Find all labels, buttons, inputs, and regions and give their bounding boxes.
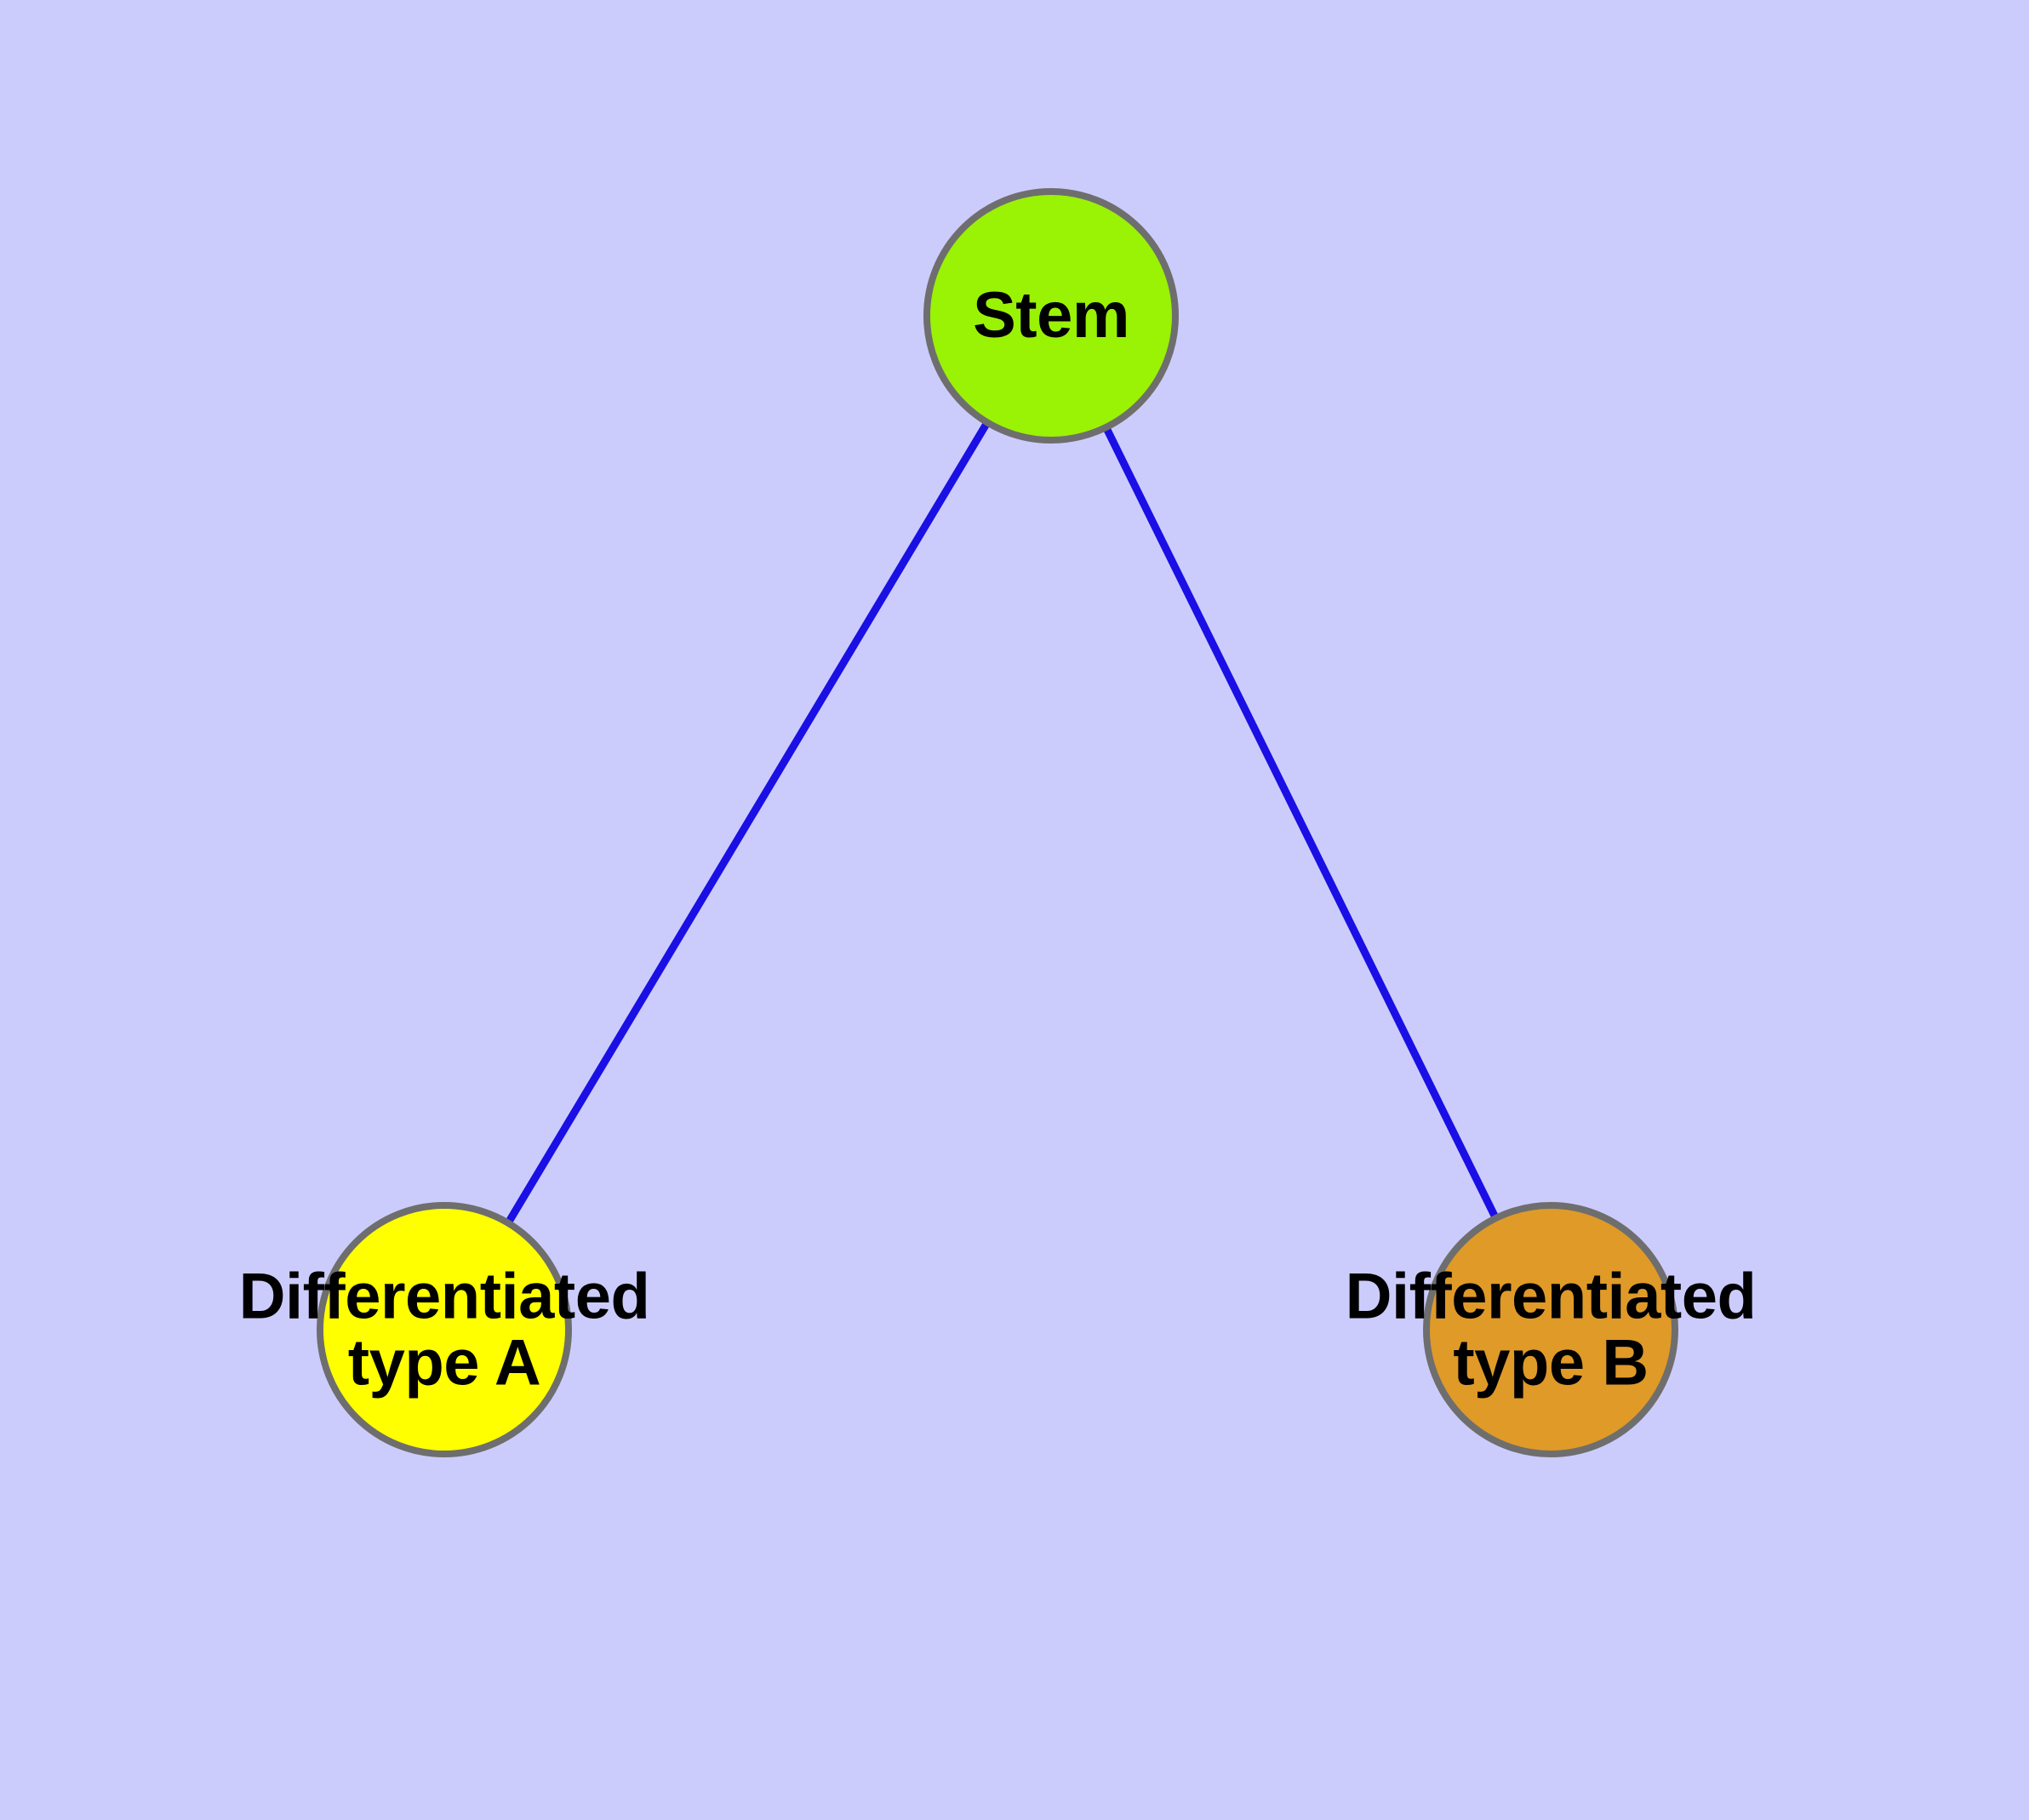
graph-node-diff-a[interactable] <box>317 1202 572 1457</box>
edge-layer <box>441 313 1555 1332</box>
node-layer <box>317 188 1678 1457</box>
graph-node-stem[interactable] <box>923 188 1179 444</box>
graph-node-diff-b[interactable] <box>1423 1202 1678 1457</box>
graph-edge-stem-to-diff-a <box>441 313 1055 1332</box>
graph-edge-stem-to-diff-b <box>1047 314 1555 1331</box>
